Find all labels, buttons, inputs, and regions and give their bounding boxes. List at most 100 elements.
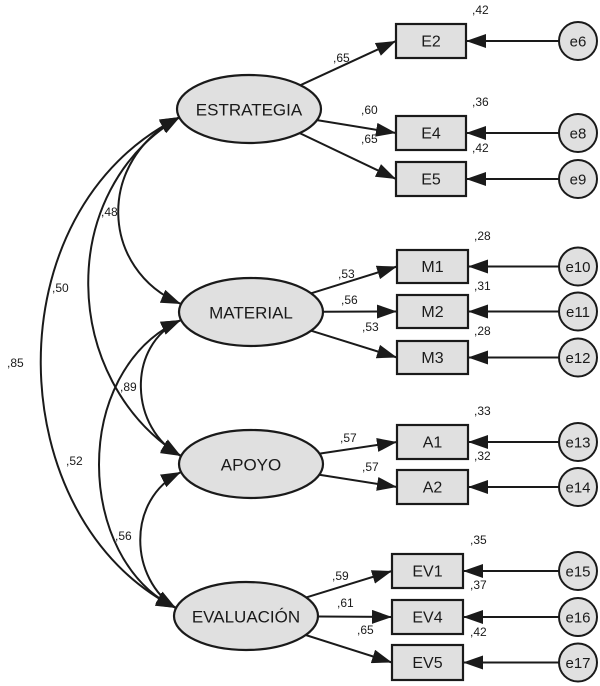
indicator-box-E4: [394, 114, 468, 152]
indicator-label-EV4: EV4: [412, 610, 442, 627]
loading-arrow-E4: [316, 119, 397, 137]
r-squared-value-EV4: ,37: [470, 578, 487, 592]
indicator-label-A2: A2: [423, 480, 443, 497]
latent-label-material: MATERIAL: [209, 304, 293, 323]
correlation-value-material-evaluacion: ,52: [66, 454, 83, 468]
latent-factor-material: [177, 276, 325, 348]
error-node-e12: [558, 337, 598, 378]
loading-arrow-EV1: [305, 570, 393, 599]
indicator-box-A1: [395, 423, 470, 461]
error-label-e11: e11: [566, 304, 590, 321]
loading-value-EV4: ,61: [337, 596, 354, 610]
indicator-label-A1: A1: [423, 435, 443, 452]
indicator-label-M3: M3: [421, 350, 443, 367]
loading-value-E4: ,60: [361, 103, 378, 117]
correlation-arrow-estrategia-evaluacion: [39, 116, 181, 609]
loading-arrow-EV5: [305, 634, 393, 664]
correlation-arrow-estrategia-apoyo: [87, 116, 182, 457]
error-label-e17: e17: [565, 655, 590, 672]
loading-path-layer: [299, 34, 559, 670]
indicator-label-M2: M2: [421, 304, 443, 321]
latent-factor-estrategia: [175, 73, 323, 145]
indicator-box-M3: [395, 339, 470, 376]
loading-arrow-E2: [300, 40, 397, 87]
correlation-value-material-apoyo: ,89: [120, 380, 137, 394]
loading-value-M1: ,53: [338, 267, 355, 281]
indicator-box-M2: [395, 293, 470, 330]
correlation-arrow-material-apoyo: [139, 319, 182, 457]
r-squared-value-EV1: ,35: [470, 533, 487, 547]
indicator-box-EV5: [390, 643, 465, 682]
loading-arrow-A2: [319, 473, 398, 491]
error-label-e15: e15: [565, 564, 590, 581]
node-layer: [172, 21, 598, 683]
r-squared-value-M1: ,28: [474, 229, 491, 243]
loading-arrow-M3: [310, 329, 398, 359]
error-node-e14: [558, 467, 598, 507]
correlation-value-estrategia-apoyo: ,50: [52, 281, 69, 295]
error-node-e17: [558, 642, 598, 683]
indicator-box-EV4: [390, 598, 465, 636]
r-squared-value-A1: ,33: [474, 404, 491, 418]
indicator-label-EV5: EV5: [412, 655, 442, 672]
error-label-e9: e9: [570, 172, 587, 189]
r-squared-value-E5: ,42: [472, 141, 489, 155]
error-node-e16: [558, 597, 598, 637]
correlation-value-apoyo-evaluacion: ,56: [115, 529, 132, 543]
indicator-box-M1: [395, 248, 470, 285]
correlation-layer: [39, 116, 182, 609]
error-node-e11: [558, 291, 598, 332]
r-squared-value-EV5: ,42: [470, 625, 487, 639]
correlation-arrow-estrategia-material: [117, 116, 182, 305]
indicator-label-E2: E2: [421, 34, 441, 51]
indicator-label-E4: E4: [421, 126, 441, 143]
r-squared-value-E2: ,42: [472, 3, 489, 17]
r-squared-value-A2: ,32: [474, 449, 491, 463]
error-label-e8: e8: [570, 126, 587, 143]
indicator-box-E5: [394, 160, 468, 198]
r-squared-value-M2: ,31: [474, 279, 491, 293]
label-layer: ,48 ,50 ,85 ,89 ,52 ,56 ESTRATEGIA MATERIAL APOY…: [7, 3, 591, 672]
latent-label-evaluacion: EVALUACIÓN: [192, 608, 300, 627]
latent-label-apoyo: APOYO: [221, 456, 281, 475]
error-node-e10: [558, 246, 598, 287]
loading-value-E2: ,65: [333, 51, 350, 65]
error-label-e10: e10: [565, 259, 590, 276]
error-label-e12: e12: [565, 350, 590, 367]
loading-value-E5: ,65: [361, 132, 378, 146]
error-node-e6: [558, 21, 598, 61]
loading-arrow-EV4: [317, 609, 393, 624]
r-squared-value-E4: ,36: [472, 95, 489, 109]
indicator-box-A2: [395, 468, 470, 506]
r-squared-value-M3: ,28: [474, 324, 491, 338]
correlation-arrow-apoyo-evaluacion: [139, 471, 182, 609]
loading-arrow-E5: [299, 132, 397, 180]
latent-factor-apoyo: [177, 428, 325, 500]
error-label-e13: e13: [565, 435, 590, 452]
error-node-e8: [558, 113, 598, 153]
indicator-box-E2: [394, 22, 468, 60]
loading-value-M2: ,56: [341, 293, 358, 307]
correlation-value-estrategia-material: ,48: [101, 205, 118, 219]
error-node-e15: [558, 551, 598, 591]
error-label-e6: e6: [570, 34, 587, 51]
correlation-value-estrategia-evaluacion: ,85: [7, 356, 24, 370]
loading-value-A2: ,57: [362, 460, 379, 474]
loading-arrow-A1: [319, 438, 398, 455]
latent-factor-evaluacion: [172, 580, 320, 652]
loading-value-EV5: ,65: [357, 623, 374, 637]
indicator-label-E5: E5: [421, 172, 441, 189]
indicator-label-M1: M1: [421, 259, 443, 276]
indicator-label-EV1: EV1: [412, 564, 442, 581]
loading-value-A1: ,57: [340, 431, 357, 445]
error-node-e9: [558, 159, 598, 199]
indicator-box-EV1: [390, 552, 465, 590]
error-node-e13: [558, 422, 598, 462]
latent-label-estrategia: ESTRATEGIA: [196, 101, 303, 120]
error-label-e14: e14: [565, 480, 590, 497]
loading-value-EV1: ,59: [332, 569, 349, 583]
loading-arrow-M1: [310, 265, 398, 295]
correlation-arrow-material-evaluacion: [98, 319, 182, 609]
error-label-e16: e16: [565, 610, 590, 627]
